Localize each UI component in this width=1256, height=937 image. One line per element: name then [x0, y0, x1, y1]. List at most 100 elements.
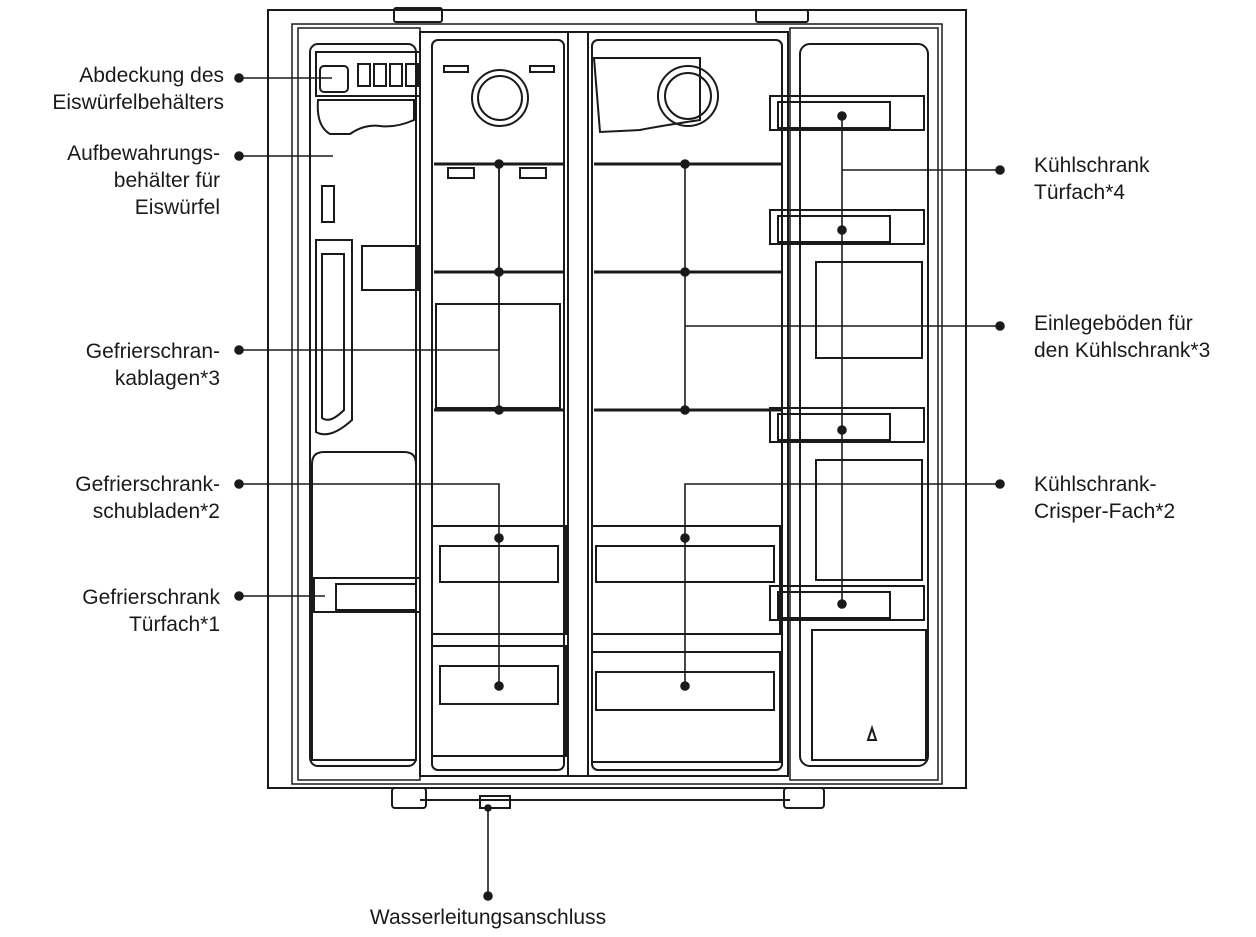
fridge-door-bin-3-front — [777, 413, 891, 441]
dot-fridge-door-bin-3 — [837, 425, 847, 435]
fridge-door-shelf-a — [815, 261, 923, 359]
ice-bucket — [316, 99, 415, 135]
dot-freezer-drawer-1 — [494, 533, 504, 543]
fridge-door — [789, 27, 939, 781]
label-freezer-shelves-line-1: Gefrierschran- — [85, 340, 220, 363]
label-water-connection-line-1: Wasserleitungsanschluss — [369, 906, 607, 929]
label-freezer-shelves-line-2: kablagen*3 — [114, 367, 220, 390]
dot-fridge-door-bins-start — [995, 165, 1005, 175]
label-ice-storage-bin-line-2: behälter für — [113, 169, 220, 192]
callout-lines — [234, 73, 1005, 901]
dot-fridge-crisper-start — [995, 479, 1005, 489]
dot-freezer-shelf-2 — [494, 267, 504, 277]
ice-cube-d — [405, 63, 419, 87]
dot-fridge-shelf-2 — [680, 267, 690, 277]
label-fridge-shelves: Einlegeböden für den Kühlschrank*3 — [1034, 310, 1210, 364]
fridge-door-bin-3 — [769, 407, 925, 443]
vent-left-a — [443, 65, 469, 73]
label-ice-bin-cover: Abdeckung des Eiswürfelbehälters — [52, 62, 224, 116]
door-lower-panel — [311, 451, 417, 761]
center-mullion — [567, 31, 589, 777]
label-fridge-door-bin-line-1: Kühlschrank — [1034, 154, 1150, 177]
hinge-top-left — [393, 7, 443, 23]
vent-left-b — [529, 65, 555, 73]
dot-freezer-shelf-1 — [494, 159, 504, 169]
fridge-door-bin-1 — [769, 95, 925, 131]
freezer-door-bin-front — [335, 583, 417, 611]
label-freezer-drawers-line-2: schubladen*2 — [92, 500, 220, 523]
refrigerator-drawing — [267, 7, 967, 809]
label-fridge-crisper-line-2: Crisper-Fach*2 — [1034, 500, 1176, 523]
door-shelf-upper — [361, 245, 419, 291]
label-freezer-door-bin: Gefrierschrank Türfach*1 — [82, 584, 220, 638]
label-ice-bin-cover-line-2: Eiswürfelbehälters — [52, 91, 224, 114]
ice-cube-a — [357, 63, 371, 87]
freezer-inner — [431, 39, 565, 771]
fridge-door-bin-1-front — [777, 101, 891, 129]
ice-cube-c — [389, 63, 403, 87]
dot-fridge-shelves-start — [995, 321, 1005, 331]
label-freezer-door-bin-line-2: Türfach*1 — [128, 613, 220, 636]
label-freezer-shelves: Gefrierschran- kablagen*3 — [86, 338, 220, 392]
fridge-door-bin-4 — [769, 585, 925, 621]
freezer-shelf-2-panel — [435, 303, 561, 409]
dispenser-chute — [315, 239, 353, 436]
dot-fridge-shelf-3 — [680, 405, 690, 415]
fan-right-outer — [657, 65, 719, 127]
leader-freezer-drawers — [239, 483, 500, 686]
hinge-bottom-left — [391, 787, 427, 809]
dot-fridge-door-bin-2 — [837, 225, 847, 235]
fridge-door-shelf-b — [815, 459, 923, 581]
fridge-door-inner — [799, 43, 929, 767]
label-fridge-shelves-line-1: Einlegeböden für — [1034, 312, 1193, 335]
label-freezer-drawers-line-1: Gefrierschrank- — [75, 473, 220, 496]
leader-freezer-shelves — [239, 164, 500, 351]
cabinet-inner-outline — [291, 23, 943, 785]
dot-fridge-crisper-2 — [680, 681, 690, 691]
label-fridge-crisper-line-1: Kühlschrank- — [1034, 473, 1157, 496]
label-freezer-door-bin-line-1: Gefrierschrank — [82, 586, 220, 609]
crisper-lower — [591, 651, 781, 763]
dot-freezer-door-bin-start — [234, 591, 244, 601]
fan-left-inner — [477, 75, 523, 121]
label-fridge-door-bin: Kühlschrank Türfach*4 — [1034, 152, 1150, 206]
ice-cube-b — [373, 63, 387, 87]
dot-fridge-crisper-1 — [680, 533, 690, 543]
hinge-bottom-right — [783, 787, 825, 809]
ice-maker — [315, 51, 421, 97]
water-fitting — [479, 795, 511, 809]
fridge-door-lower-panel — [811, 629, 927, 761]
label-water-connection: Wasserleitungsanschluss — [338, 904, 638, 931]
fridge-inner — [591, 39, 783, 771]
crisper-upper — [591, 525, 781, 635]
label-fridge-door-bin-line-2: Türfach*4 — [1034, 181, 1126, 204]
dispenser-lever — [321, 185, 335, 223]
fan-left-outer — [471, 69, 529, 127]
label-ice-storage-bin: Aufbewahrungs- behälter für Eiswürfel — [67, 140, 220, 221]
fridge-compartment — [587, 31, 789, 777]
label-ice-storage-bin-line-3: Eiswürfel — [134, 196, 220, 219]
label-fridge-shelves-line-2: den Kühlschrank*3 — [1034, 339, 1211, 362]
leader-fridge-crisper — [684, 483, 1000, 686]
fridge-door-bin-4-front — [777, 591, 891, 619]
fridge-door-bin-2 — [769, 209, 925, 245]
label-freezer-drawers: Gefrierschrank- schubladen*2 — [75, 471, 220, 525]
shelf-clip-b — [519, 167, 547, 179]
fridge-door-bin-2-front — [777, 215, 891, 243]
dot-fridge-door-bin-4 — [837, 599, 847, 609]
ice-maker-front — [319, 65, 349, 93]
label-ice-storage-bin-line-1: Aufbewahrungs- — [67, 142, 220, 165]
dot-water-connection-end — [484, 804, 492, 812]
dispenser-chute-inner — [321, 253, 345, 421]
dot-freezer-shelves-start — [234, 345, 244, 355]
fan-right-inner — [664, 72, 712, 120]
dot-freezer-drawer-2 — [494, 681, 504, 691]
fridge-air-duct — [592, 57, 701, 134]
freezer-compartment — [419, 31, 569, 777]
freezer-door-inner — [309, 43, 417, 767]
fridge-door-symbol — [866, 724, 878, 741]
label-ice-bin-cover-line-1: Abdeckung des — [79, 64, 224, 87]
cabinet-outline — [267, 9, 967, 789]
dot-ice-bin-cover-start — [234, 73, 244, 83]
